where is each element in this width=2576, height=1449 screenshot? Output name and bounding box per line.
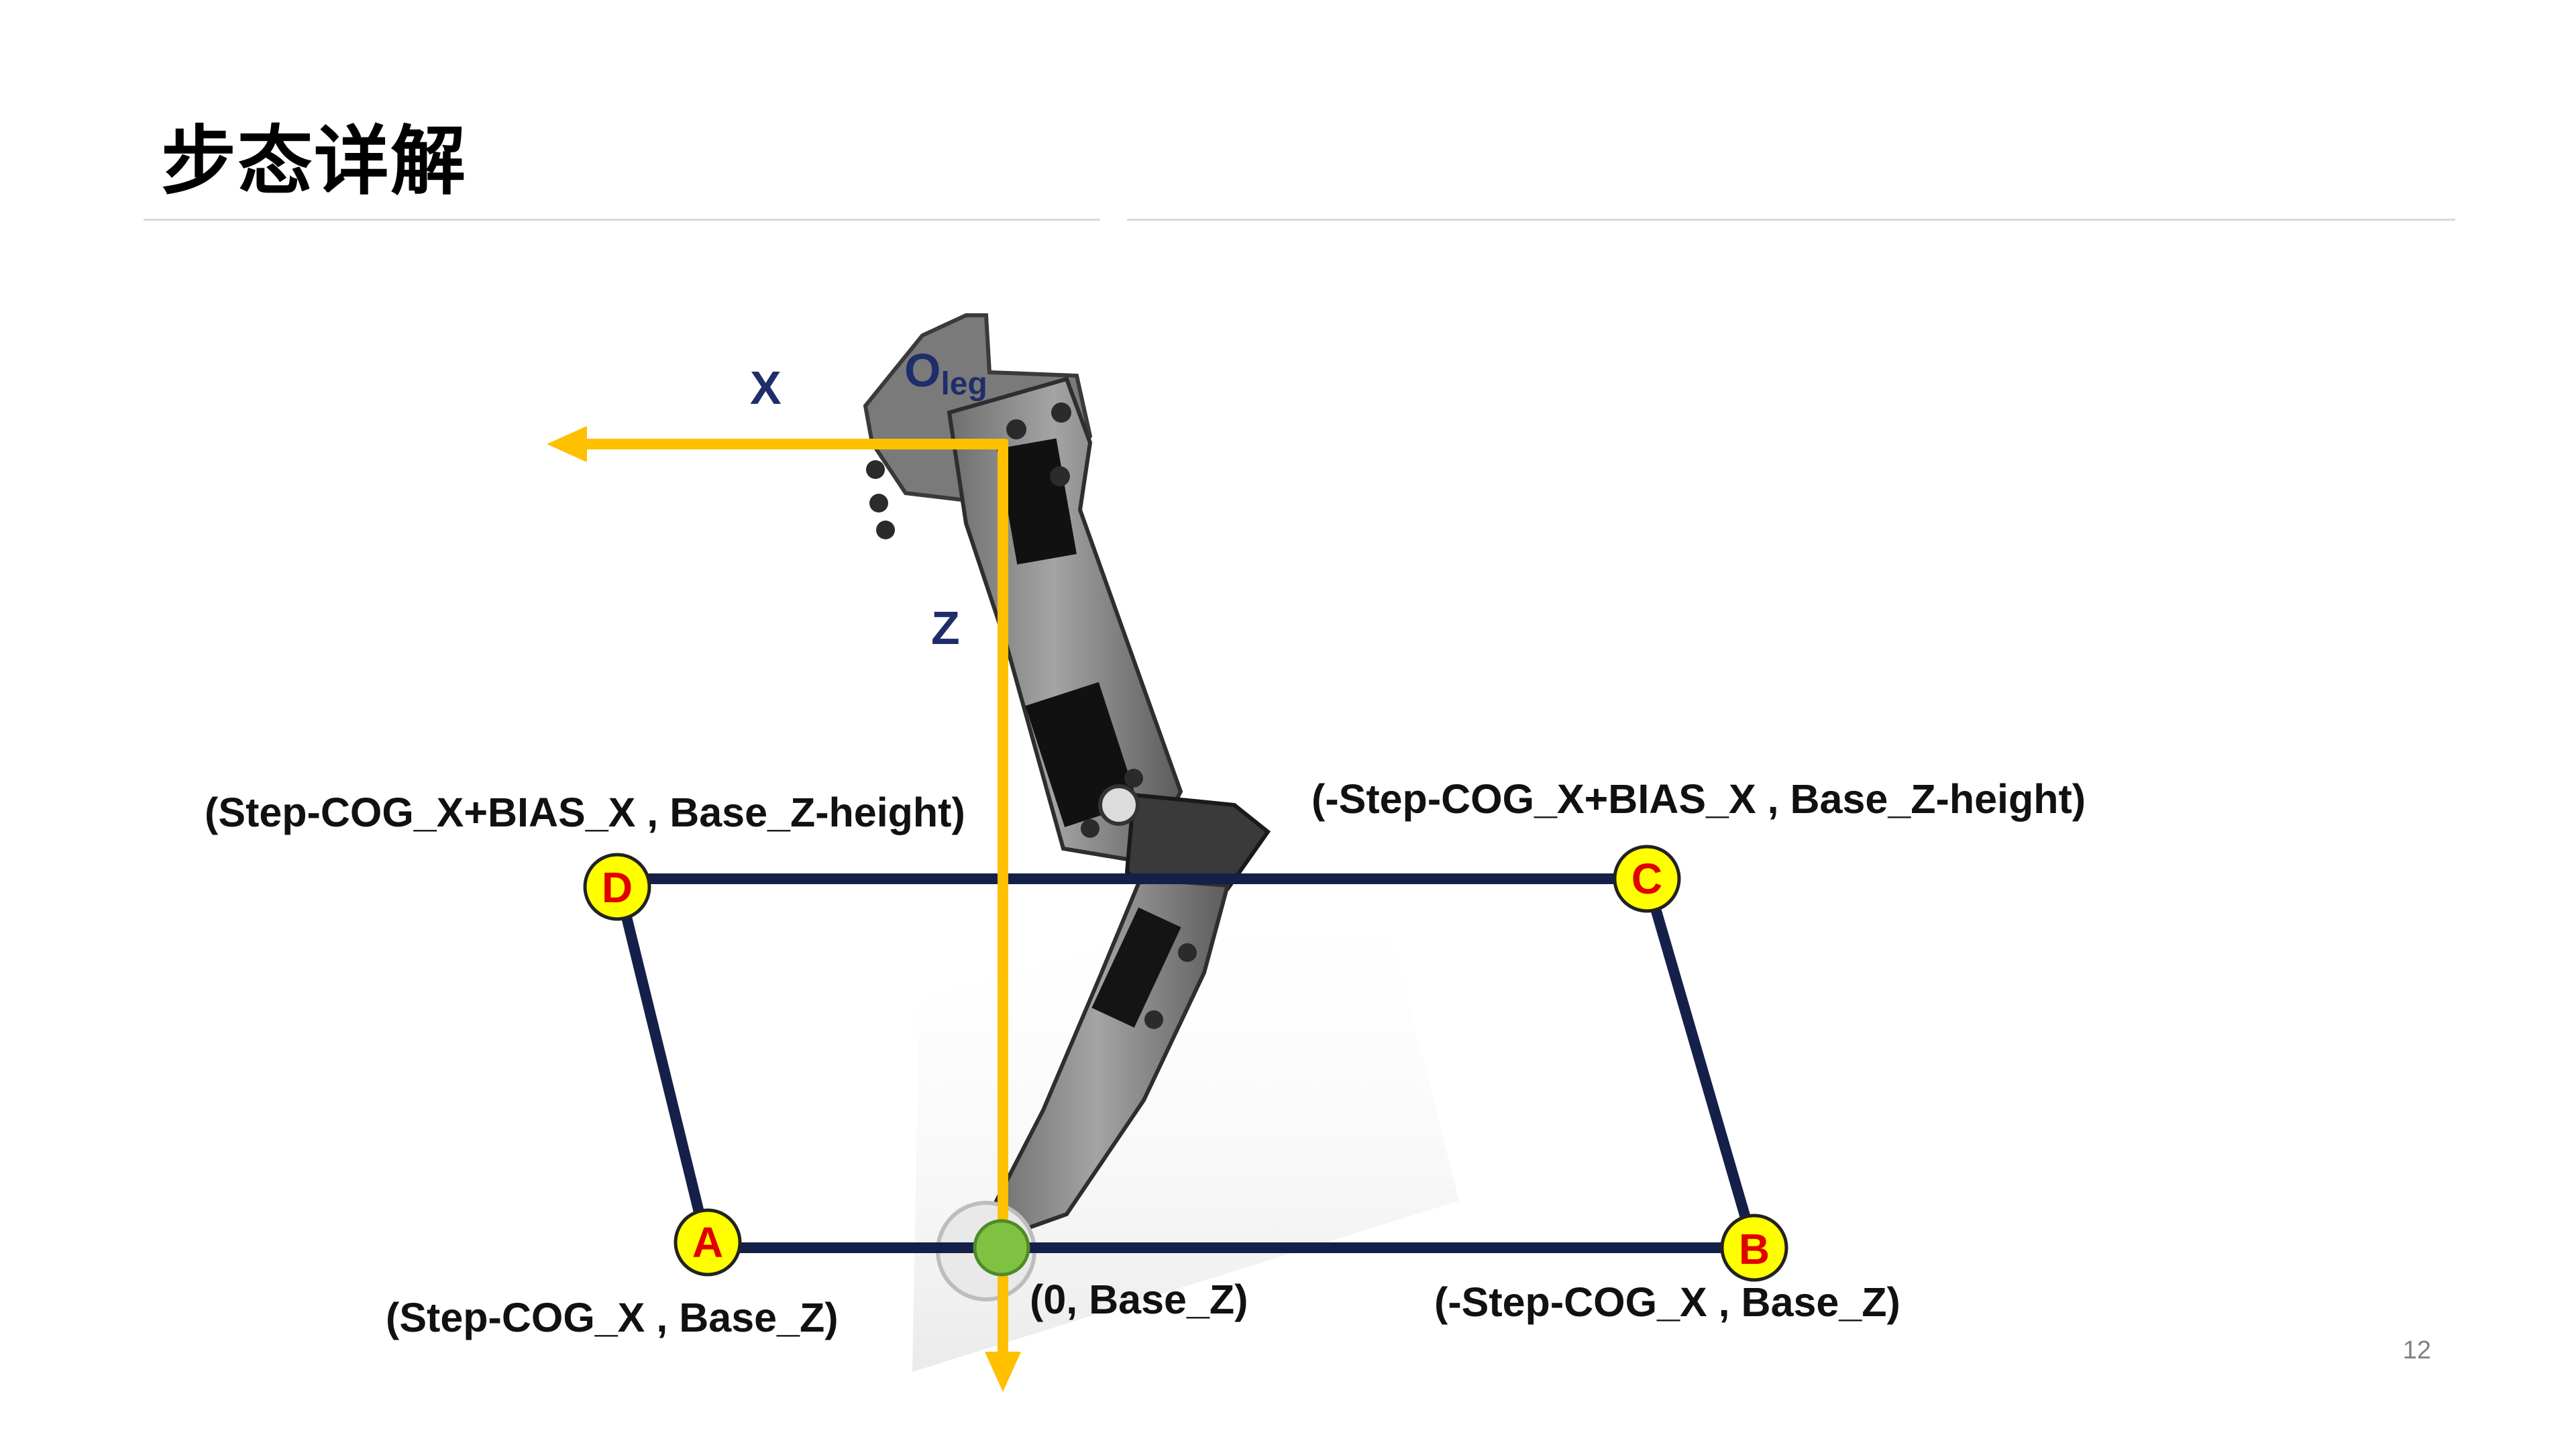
x-axis-arrowhead <box>547 426 587 462</box>
point-b: B (-Step-COG_X , Base_Z) <box>1434 1214 1900 1325</box>
bolt <box>1081 819 1099 838</box>
bolt <box>1006 419 1026 439</box>
center-point <box>973 1219 1030 1277</box>
bolt <box>1124 769 1143 788</box>
point-d-label: D <box>602 863 633 912</box>
point-c-marker <box>1613 845 1681 913</box>
slide-title: 步态详解 <box>161 118 467 205</box>
page-number: 12 <box>2402 1336 2431 1364</box>
bolt <box>869 494 888 513</box>
x-axis-label: X <box>750 362 782 414</box>
point-d: D (Step-COG_X+BIAS_X , Base_Z-height) <box>205 790 965 921</box>
bolt <box>1051 402 1071 423</box>
point-d-coord: (Step-COG_X+BIAS_X , Base_Z-height) <box>205 790 965 835</box>
origin-label: Oleg <box>904 344 987 402</box>
center-point-coord: (0, Base_Z) <box>1030 1277 1248 1322</box>
point-b-marker <box>1720 1214 1788 1282</box>
point-a-marker <box>674 1208 742 1277</box>
z-axis-label: Z <box>931 602 960 654</box>
origin-label-sub: leg <box>941 366 987 402</box>
title-divider-right <box>1127 219 2455 221</box>
bolt <box>1144 1010 1163 1029</box>
point-c-coord: (-Step-COG_X+BIAS_X , Base_Z-height) <box>1311 776 2086 822</box>
title-divider-left <box>144 219 1100 221</box>
point-a: A (Step-COG_X , Base_Z) <box>386 1208 839 1340</box>
knee-bolt <box>1098 784 1140 826</box>
origin-label-main: O <box>904 344 941 396</box>
point-a-label: A <box>692 1218 723 1267</box>
point-d-marker <box>583 853 651 921</box>
point-c: C (-Step-COG_X+BIAS_X , Base_Z-height) <box>1311 776 2086 913</box>
z-axis-arrowhead <box>985 1352 1021 1392</box>
point-a-coord: (Step-COG_X , Base_Z) <box>386 1295 839 1340</box>
bolt <box>876 521 895 539</box>
bolt <box>1178 943 1197 962</box>
point-c-label: C <box>1631 855 1662 903</box>
bolt <box>866 460 885 479</box>
leg-axes <box>547 426 1021 1392</box>
point-b-coord: (-Step-COG_X , Base_Z) <box>1434 1279 1900 1325</box>
shin-servo <box>1091 907 1181 1028</box>
point-b-label: B <box>1739 1225 1770 1273</box>
bolt <box>1050 466 1070 486</box>
shin-segment <box>986 876 1230 1234</box>
